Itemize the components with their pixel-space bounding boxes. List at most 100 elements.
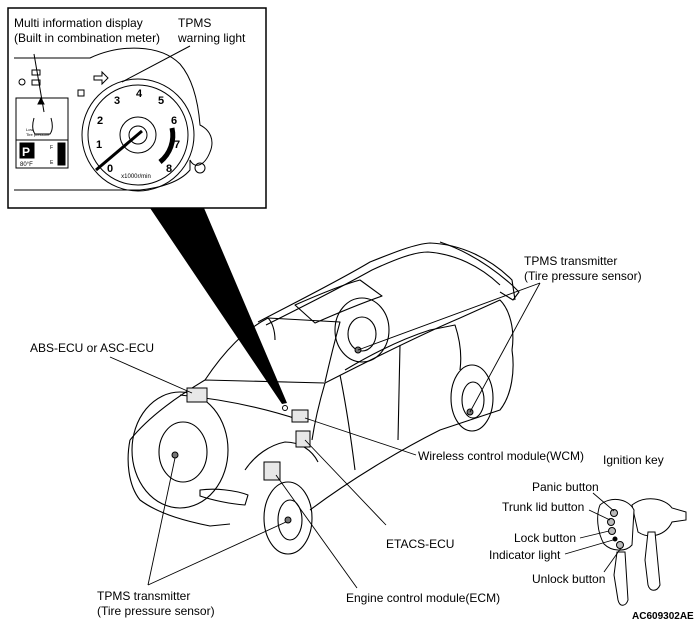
tick-label: 4: [136, 88, 143, 100]
tick-label: 2: [97, 115, 103, 127]
tach-needle: [95, 129, 143, 172]
leader-mid: [33, 53, 45, 113]
key-indicator: [612, 536, 618, 542]
tpms-warning-icon: [32, 117, 53, 135]
key-trunk-btn: [607, 518, 615, 526]
label-line: TPMS transmitter: [97, 589, 191, 603]
tach-redline: [158, 127, 176, 164]
front-left-tire: [131, 391, 229, 509]
indicator-icon-2: [31, 79, 41, 86]
gear-indicator: P: [22, 145, 30, 159]
components: [171, 346, 474, 524]
car-windshield: [204, 317, 341, 383]
car-roof: [257, 242, 516, 323]
tick-label: 7: [174, 139, 180, 151]
tick-label: 0: [107, 163, 113, 175]
leader-lines: [109, 282, 541, 589]
leader-panic: [592, 492, 615, 512]
fuel-empty-label: E: [50, 160, 54, 166]
figure-code: AC609302AE: [632, 611, 694, 622]
label-unlock-button: Unlock button: [532, 572, 606, 586]
label-line: TPMS: [178, 16, 212, 30]
tick-label: 6: [171, 115, 177, 127]
label-ecm: Engine control module(ECM): [346, 591, 501, 605]
gear-box: [19, 142, 35, 159]
leader-front-tpms-2: [147, 521, 287, 586]
label-lock-button: Lock button: [514, 531, 577, 545]
label-line: warning light: [178, 31, 246, 45]
rear-right-rim: [461, 381, 485, 419]
car-hood: [129, 379, 326, 441]
fuel-full-label: F: [50, 145, 53, 151]
front-right-rim: [277, 499, 303, 541]
leader-unlock: [603, 547, 622, 573]
rear-left-tire: [334, 297, 390, 363]
tach-ticks: 0 1 2 3 4 5 6 7 8: [96, 88, 180, 175]
car-rear-quarter: [469, 349, 514, 421]
tire-caption-1: Low: [26, 127, 33, 132]
label-trunk-lid-button: Trunk lid button: [502, 500, 585, 514]
car-a-pillar: [267, 317, 276, 341]
sensor-front-left: [171, 451, 179, 459]
leader-indicator: [564, 539, 614, 555]
label-line: TPMS transmitter: [524, 254, 618, 268]
tach-inner-ring: [87, 84, 189, 186]
tach-unit: x1000r/min: [121, 174, 151, 180]
key-unlock-btn: [616, 541, 624, 549]
car-rear-window: [344, 324, 462, 371]
tick-label: 3: [114, 95, 120, 107]
indicator-icon-1: [31, 69, 41, 76]
leader-rear-tpms-2: [469, 282, 541, 413]
leader-abs-ecu: [109, 356, 193, 394]
label-etacs-ecu: ETACS-ECU: [386, 537, 455, 551]
label-indicator-light: Indicator light: [489, 548, 561, 562]
key-blade-front: [613, 551, 629, 606]
combination-meter: [14, 45, 213, 192]
label-ignition-key: Ignition key: [603, 453, 664, 467]
label-line: (Built in combination meter): [14, 31, 161, 45]
tick-label: 5: [158, 95, 164, 107]
abs-ecu-shape: [186, 387, 208, 403]
key-lock-btn: [608, 527, 616, 535]
tick-label: 1: [96, 139, 102, 151]
front-right-tire: [263, 481, 313, 555]
etacs-ecu-shape: [295, 430, 311, 448]
meter-panel: [14, 47, 213, 191]
tire-caption-2: Tire pressure: [26, 132, 50, 137]
leader-tpms-light: [121, 45, 191, 83]
wcm-shape: [291, 409, 309, 423]
key-leader-lines: [564, 492, 622, 573]
car-sunroof: [294, 279, 383, 324]
front-left-rim: [158, 421, 208, 483]
fuel-bar: [57, 142, 66, 166]
label-abs-ecu: ABS-ECU or ASC-ECU: [30, 341, 155, 355]
tick-label: 8: [166, 163, 172, 175]
label-tpms-warning-light: TPMS warning light: [178, 16, 245, 46]
car-roof-inner: [265, 251, 501, 326]
leader-ecm: [275, 474, 358, 589]
label-wcm: Wireless control module(WCM): [418, 449, 585, 463]
figure-code-main: AC609302: [632, 611, 680, 622]
leader-trunk: [588, 509, 611, 521]
label-tpms-transmitter-front: TPMS transmitter (Tire pressure sensor): [97, 589, 215, 619]
tach-hub-ring: [119, 116, 157, 154]
inset-callout-wedge: [150, 208, 287, 404]
rear-right-tire: [450, 364, 494, 432]
label-tpms-transmitter-rear: TPMS transmitter (Tire pressure sensor): [524, 254, 642, 284]
figure-code-suffix: AE: [679, 611, 694, 622]
label-line: Multi information display: [14, 16, 143, 30]
label-multi-info-display: Multi information display (Built in comb…: [14, 16, 160, 46]
temperature-readout: 80°F: [20, 162, 33, 168]
aux-dial: [194, 162, 206, 174]
car-side-sill: [309, 419, 471, 511]
leader-wcm: [304, 417, 417, 456]
rear-left-rim: [347, 316, 377, 352]
key-panic-btn: [610, 509, 618, 517]
key-head-front: [597, 498, 635, 551]
dash-warning-light: [282, 405, 288, 411]
indicator-icon-4: [77, 89, 85, 97]
key-blade-back: [644, 531, 661, 591]
key-head-back: [631, 498, 687, 537]
